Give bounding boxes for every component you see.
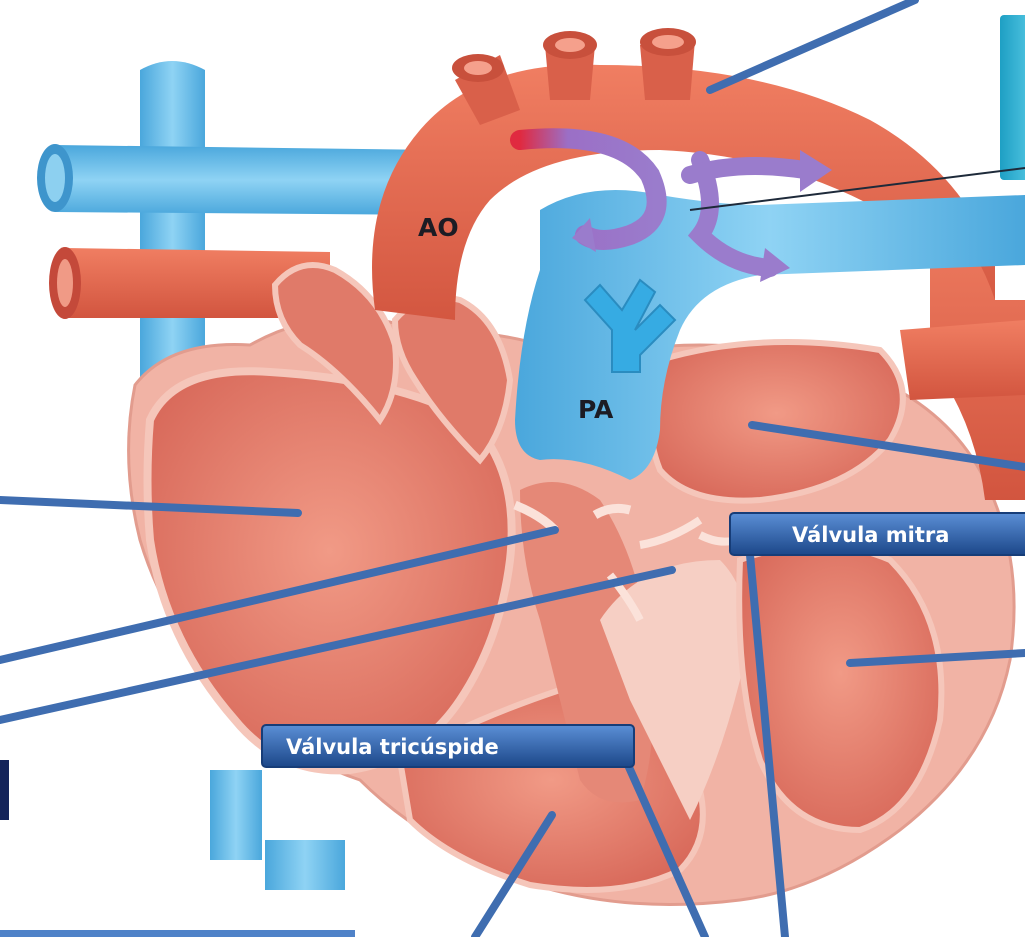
tricuspid-valve-label-box: Válvula tricúspide: [262, 725, 634, 767]
flow-arrow-upper: [690, 166, 805, 175]
aortic-branch-2-inner: [555, 38, 585, 52]
mitral-valve-label-box: Válvula mitra: [730, 513, 1025, 555]
vessel-opening-red-inner: [57, 259, 73, 307]
aortic-branch-1-inner: [464, 61, 492, 75]
left-edge-mark: [0, 760, 9, 820]
pa-label: PA: [578, 395, 614, 424]
vein-segment-lower: [265, 840, 345, 890]
aortic-branch-3-inner: [652, 35, 684, 49]
tricuspid-valve-label: Válvula tricúspide: [286, 735, 499, 759]
aorta-label: AO: [418, 213, 459, 242]
cyan-box: [1000, 15, 1025, 180]
vessel-opening-blue-inner: [45, 154, 65, 202]
bottom-left-bar: [0, 930, 355, 937]
inferior-vena-cava: [210, 770, 262, 860]
right-red-vessel: [900, 320, 1025, 400]
mitral-valve-label: Válvula mitra: [792, 523, 949, 547]
